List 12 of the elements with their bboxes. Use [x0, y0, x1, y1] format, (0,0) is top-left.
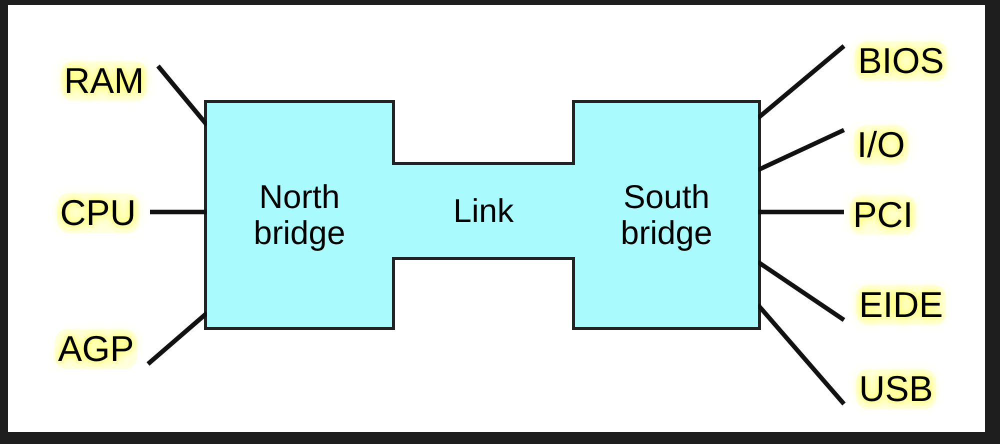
connector-line	[150, 210, 207, 214]
bridge-chip	[575, 103, 758, 327]
connector-line	[146, 311, 208, 366]
chip-label: South bridge	[620, 178, 714, 252]
connector-line	[757, 128, 845, 172]
connector-line	[156, 64, 209, 126]
chip-label: Link	[453, 192, 514, 230]
chip-label: North bridge	[252, 178, 346, 252]
connector-line	[756, 44, 846, 120]
connector-line	[756, 304, 846, 406]
bridge-chip	[207, 103, 392, 327]
connector-line	[756, 260, 846, 322]
